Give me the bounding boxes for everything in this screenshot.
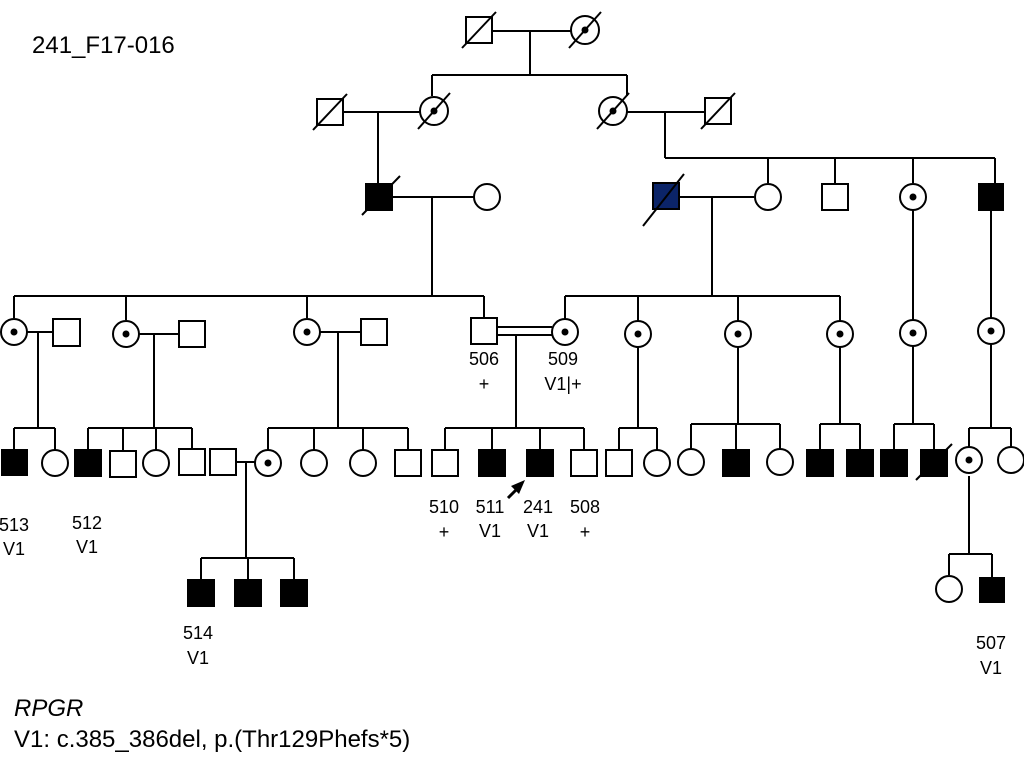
individual-III4-female: [754, 183, 782, 211]
individual-510-male: [431, 449, 459, 477]
individual-V5-female: [142, 449, 170, 477]
label-506-id: 506: [469, 349, 499, 369]
label-511-id: 511: [476, 497, 505, 517]
individual-VI2-affected-male: [234, 579, 262, 607]
label-241-genotype: V1: [527, 521, 549, 541]
individual-V17-female: [643, 449, 671, 477]
individual-V4-male: [109, 450, 137, 478]
label-513-id: 513: [0, 515, 29, 535]
individual-V26-female: [997, 446, 1024, 474]
individual-V9-female: [300, 449, 328, 477]
family-id-label: 241_F17-016: [32, 32, 175, 59]
individual-512-affected-male: [74, 449, 102, 477]
individual-V16-male: [605, 449, 633, 477]
label-509-genotype: V1|+: [544, 374, 581, 394]
carrier-dot: [734, 330, 742, 338]
individual-241-affected-male-proband: [526, 449, 554, 477]
label-507-genotype: V1: [980, 658, 1002, 678]
carrier-dot: [634, 330, 642, 338]
individual-IV6-male: [360, 318, 388, 346]
deceased-mark: [417, 92, 451, 130]
individual-III2-female: [473, 183, 501, 211]
carrier-dot: [122, 330, 130, 338]
carrier-dot: [303, 328, 311, 336]
carrier-dot: [909, 193, 917, 201]
individual-V20-female: [766, 448, 794, 476]
label-510-id: 510: [429, 497, 459, 517]
individual-V19-affected-male: [722, 449, 750, 477]
deceased-mark: [915, 443, 953, 481]
label-508-id: 508: [570, 497, 600, 517]
individual-V2-female: [41, 449, 69, 477]
individual-III5-male: [821, 183, 849, 211]
label-506-genotype: +: [479, 374, 490, 394]
deceased-mark: [461, 11, 497, 49]
individual-V22-affected-male: [846, 449, 874, 477]
individual-III7-affected-male: [978, 183, 1004, 211]
individual-IV4-male: [178, 320, 206, 348]
label-507-id: 507: [976, 633, 1006, 653]
connector-lines: [13, 30, 1012, 580]
label-510-genotype: +: [439, 522, 450, 542]
label-514-genotype: V1: [187, 648, 209, 668]
label-512-id: 512: [72, 513, 102, 533]
individual-VI3-affected-male: [280, 579, 308, 607]
individual-V21-affected-male: [806, 449, 834, 477]
label-514-id: 514: [183, 623, 213, 643]
individual-VI4-female: [935, 575, 963, 603]
variant-label: V1: c.385_386del, p.(Thr129Phefs*5): [14, 726, 411, 753]
individual-506-male: [470, 317, 498, 345]
carrier-dot: [264, 459, 272, 467]
individual-V18-female: [677, 448, 705, 476]
label-508-genotype: +: [580, 522, 591, 542]
individual-V23-affected-male: [880, 449, 908, 477]
deceased-mark: [312, 93, 348, 131]
individual-514-affected-male: [187, 579, 215, 607]
carrier-dot: [561, 328, 569, 336]
individual-V7-male: [209, 448, 237, 476]
deceased-mark: [568, 11, 602, 49]
label-513-genotype: V1: [3, 539, 25, 559]
individual-513-affected-male: [1, 449, 28, 476]
deceased-mark: [642, 173, 685, 227]
individual-V6-male: [178, 448, 206, 476]
individual-507-affected-male: [979, 577, 1005, 603]
carrier-dot: [987, 327, 995, 335]
label-511-genotype: V1: [479, 521, 501, 541]
deceased-mark: [700, 92, 736, 130]
deceased-mark: [361, 175, 401, 216]
carrier-dot: [909, 329, 917, 337]
individual-V11-male: [394, 449, 422, 477]
carrier-dot: [10, 328, 18, 336]
label-241-id: 241: [523, 497, 553, 517]
individual-IV2-male: [52, 318, 81, 347]
proband-arrow: [506, 480, 525, 500]
label-512-genotype: V1: [76, 537, 98, 557]
individual-511-affected-male: [478, 449, 506, 477]
carrier-dot: [965, 456, 973, 464]
deceased-mark: [596, 92, 630, 130]
individual-V10-female: [349, 449, 377, 477]
carrier-dot: [836, 330, 844, 338]
label-509-id: 509: [548, 349, 578, 369]
individual-508-male: [570, 449, 598, 477]
gene-label: RPGR: [14, 695, 84, 722]
